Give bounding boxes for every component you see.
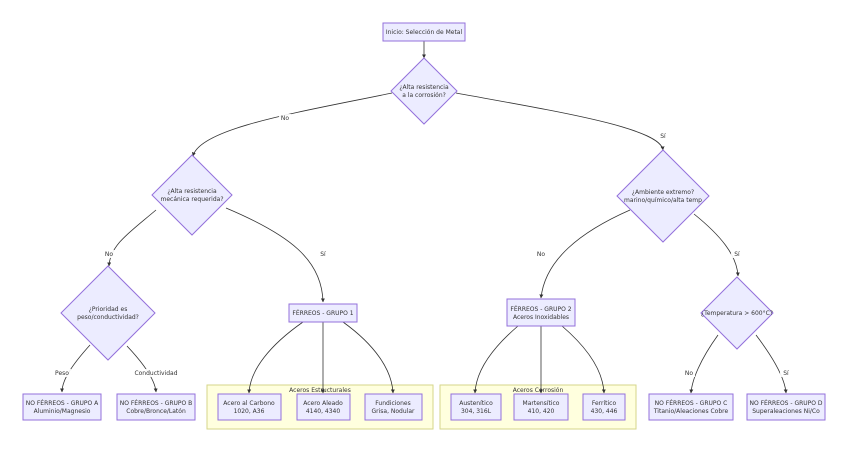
node-acero-al-carbono[interactable]: Acero al Carbono 1020, A36 <box>217 393 282 421</box>
node-q-prioridad[interactable]: ¿Prioridad es peso/conductividad? <box>60 265 156 361</box>
edge-ambiente-si <box>693 213 740 277</box>
edge-ferreos1-fundiciones <box>342 321 395 394</box>
edge-label-prioridad-peso: Peso <box>55 370 69 377</box>
node-q-corrosion-line2: a la corrosión? <box>402 92 446 99</box>
node-ferritico[interactable]: Ferrítico 430, 446 <box>582 393 626 421</box>
node-ferreos-grupo-1[interactable]: FÉRREOS - GRUPO 1 <box>288 303 358 323</box>
node-q-ambiente-line1: ¿Ambiente extremo? <box>632 189 694 196</box>
node-q-mecanica-line2: mecánica requerida? <box>161 196 224 203</box>
node-no-ferreos-grupo-c[interactable]: NO FÉRREOS - GRUPO C Titanio/Aleaciones … <box>648 393 734 421</box>
node-austenitico-line2: 304, 316L <box>461 408 492 415</box>
node-no-ferreos-grupo-c-line2: Titanio/Aleaciones Cobre <box>653 408 729 415</box>
node-ferreos-grupo-2-line2: Aceros Inoxidables <box>513 314 569 321</box>
edge-label-temp-si: Sí <box>783 370 789 377</box>
edge-corrosion-no <box>191 92 393 157</box>
node-martensitico-line1: Martensítico <box>523 400 560 407</box>
node-martensitico-line2: 410, 420 <box>528 408 555 415</box>
node-ferreos-grupo-2[interactable]: FÉRREOS - GRUPO 2 Aceros Inoxidables <box>506 298 576 327</box>
node-no-ferreos-grupo-c-line1: NO FÉRREOS - GRUPO C <box>655 399 728 407</box>
edge-label-ambiente-no: No <box>537 251 545 258</box>
node-no-ferreos-grupo-d-line1: NO FÉRREOS - GRUPO D <box>749 399 822 407</box>
node-acero-al-carbono-line1: Acero al Carbono <box>223 400 275 407</box>
node-martensitico[interactable]: Martensítico 410, 420 <box>513 393 569 421</box>
edge-label-corrosion-no: No <box>281 115 289 122</box>
edge-mecanica-si <box>225 207 325 303</box>
node-acero-al-carbono-line2: 1020, A36 <box>234 408 265 415</box>
edge-label-ambiente-si: Sí <box>734 251 740 258</box>
node-q-mecanica-line1: ¿Alta resistencia <box>167 188 217 195</box>
node-q-ambiente-line2: marino/químico/alta temp <box>624 197 702 204</box>
node-no-ferreos-grupo-d-line2: Superaleaciones Ni/Co <box>752 408 820 415</box>
node-q-prioridad-line1: ¿Prioridad es <box>89 306 128 313</box>
node-fundiciones[interactable]: Fundiciones Grisa, Nodular <box>364 393 423 421</box>
node-start-label: Inicio: Selección de Metal <box>386 29 463 36</box>
node-fundiciones-line2: Grisa, Nodular <box>372 408 416 415</box>
node-no-ferreos-grupo-a-line2: Aluminio/Magnesio <box>34 408 91 415</box>
node-q-mecanica[interactable]: ¿Alta resistencia mecánica requerida? <box>151 154 233 236</box>
edge-label-mecanica-no: No <box>105 251 113 258</box>
edge-ferreos1-carbono <box>247 321 304 394</box>
node-acero-aleado-line2: 4140, 4340 <box>306 408 341 415</box>
node-austenitico-line1: Austenítico <box>459 400 493 407</box>
node-q-corrosion[interactable]: ¿Alta resistencia a la corrosión? <box>390 57 458 125</box>
node-start[interactable]: Inicio: Selección de Metal <box>382 22 466 42</box>
node-acero-aleado-line1: Acero Aleado <box>303 400 343 407</box>
node-ferreos-grupo-1-label: FÉRREOS - GRUPO 1 <box>292 309 353 317</box>
node-ferritico-line2: 430, 446 <box>591 408 618 415</box>
edge-temp-no <box>689 334 719 394</box>
node-austenitico[interactable]: Austenítico 304, 316L <box>450 393 502 421</box>
edge-label-mecanica-si: Sí <box>320 251 326 258</box>
edge-prioridad-peso <box>60 344 91 393</box>
edge-label-prioridad-conductividad: Conductividad <box>134 370 177 377</box>
node-q-temperatura-label: ¿Temperatura > 600°C? <box>701 310 773 317</box>
edge-corrosion-si <box>455 92 665 151</box>
node-q-corrosion-line1: ¿Alta resistencia <box>399 84 449 91</box>
node-acero-aleado[interactable]: Acero Aleado 4140, 4340 <box>296 393 351 421</box>
edge-label-corrosion-si: Sí <box>660 133 666 140</box>
node-q-temperatura[interactable]: ¿Temperatura > 600°C? <box>700 276 774 350</box>
node-no-ferreos-grupo-b-line1: NO FÉRREOS - GRUPO B <box>120 399 193 407</box>
edge-labels: No Sí No Sí No Sí Peso Conductividad No … <box>53 114 792 377</box>
node-no-ferreos-grupo-b-line2: Cobre/Bronce/Latón <box>126 408 186 415</box>
node-no-ferreos-grupo-d[interactable]: NO FÉRREOS - GRUPO D Superaleaciones Ni/… <box>746 393 826 421</box>
cluster-label-corrosion: Aceros Corrosión <box>513 387 564 394</box>
node-no-ferreos-grupo-a-line1: NO FÉRREOS - GRUPO A <box>26 399 99 407</box>
edge-ferreos2-austenitico <box>473 325 519 394</box>
node-no-ferreos-grupo-a[interactable]: NO FÉRREOS - GRUPO A Aluminio/Magnesio <box>22 393 102 421</box>
edge-ferreos2-ferritico <box>561 325 606 394</box>
node-q-prioridad-line2: peso/conductividad? <box>77 314 139 321</box>
edge-temp-si <box>755 334 788 394</box>
edge-label-temp-no: No <box>685 370 693 377</box>
node-q-ambiente[interactable]: ¿Ambiente extremo? marino/químico/alta t… <box>616 149 710 243</box>
edge-mecanica-no <box>107 209 157 267</box>
edge-ambiente-no <box>539 209 631 299</box>
edges <box>60 41 788 394</box>
node-no-ferreos-grupo-b[interactable]: NO FÉRREOS - GRUPO B Cobre/Bronce/Latón <box>116 393 196 421</box>
node-ferreos-grupo-2-line1: FÉRREOS - GRUPO 2 <box>510 305 571 313</box>
cluster-label-estructurales: Aceros Estructurales <box>289 387 351 394</box>
node-fundiciones-line1: Fundiciones <box>375 400 410 407</box>
node-ferritico-line1: Ferrítico <box>592 400 617 407</box>
